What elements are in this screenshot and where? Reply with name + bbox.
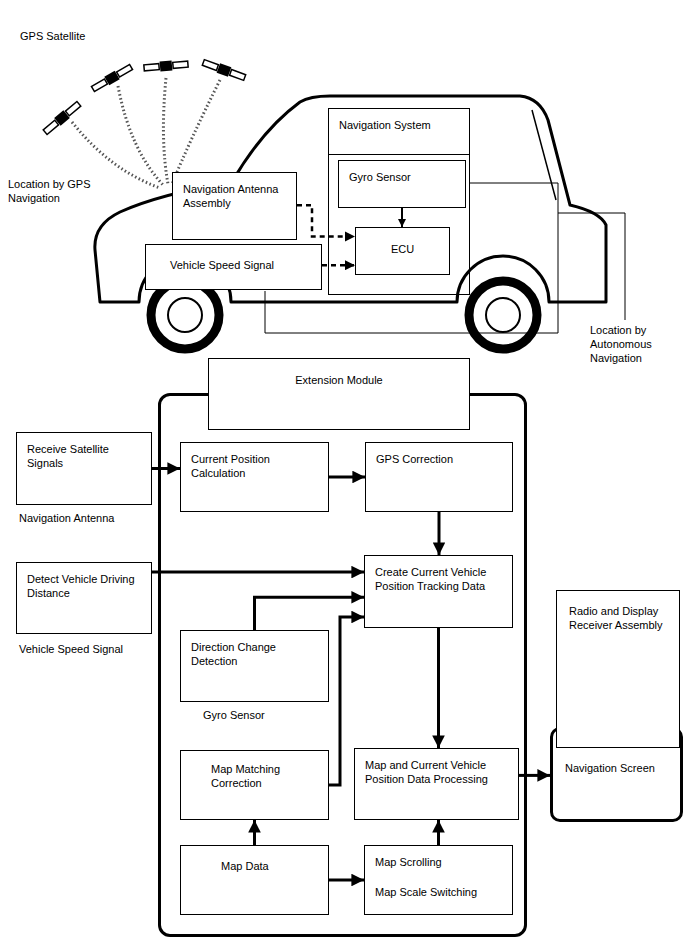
node-text: Create Current Vehicle Position Tracking… xyxy=(375,566,502,594)
node-text: Map and Current Vehicle Position Data Pr… xyxy=(365,759,508,787)
connector-arrow xyxy=(329,879,364,882)
ecu-box: ECU xyxy=(355,227,450,275)
antenna-box: Navigation Antenna Assembly xyxy=(172,172,297,240)
node-text: Map Scale Switching xyxy=(375,886,502,900)
receiver-box: Radio and Display Receiver Assembly xyxy=(556,590,680,748)
node-text: Current Position Calculation xyxy=(191,453,318,481)
module-container: Extension ModuleCurrent Position Calcula… xyxy=(158,393,527,937)
process-box: Create Current Vehicle Position Tracking… xyxy=(364,555,513,628)
node-text: ECU xyxy=(362,243,443,257)
node-text: Map Data xyxy=(221,860,288,874)
data-box: Map Data xyxy=(180,845,329,915)
autonomous-leader xyxy=(558,213,625,320)
free-label: GPS Satellite xyxy=(20,30,140,44)
rear-window-line xyxy=(532,110,556,200)
signal-wave xyxy=(118,86,164,186)
node-text: Direction Change Detection xyxy=(191,641,318,669)
connector-arrow xyxy=(255,597,365,630)
node-text: Map Scrolling xyxy=(375,856,502,870)
connector-arrow xyxy=(437,628,440,748)
node-text: Receive Satellite Signals xyxy=(27,443,141,471)
node-text: Vehicle Speed Signal xyxy=(170,259,297,273)
signal-wave xyxy=(172,80,220,184)
rear-hub xyxy=(486,298,520,332)
node-text: Navigation Antenna Assembly xyxy=(183,183,286,211)
process-box: Direction Change DetectionGyro Sensor xyxy=(180,630,329,702)
input-box: Receive Satellite SignalsNavigation Ante… xyxy=(16,432,152,505)
connector-arrow xyxy=(253,820,256,845)
process-box: Current Position Calculation xyxy=(180,442,329,512)
node-text: Vehicle Speed Signal xyxy=(19,643,123,657)
node-text: GPS Correction xyxy=(376,453,502,467)
process-box: Map ScrollingMap Scale Switching xyxy=(364,845,513,915)
process-box: GPS Correction xyxy=(365,442,513,512)
free-label: Location by GPS Navigation xyxy=(8,178,108,206)
node-text: Gyro Sensor xyxy=(203,709,265,723)
connector-arrow xyxy=(437,820,440,845)
node-text: Navigation Antenna xyxy=(19,512,114,526)
connector-arrow xyxy=(401,208,403,227)
node-text: Extension Module xyxy=(208,358,470,430)
connector-arrow xyxy=(152,467,180,470)
input-box: Detect Vehicle Driving DistanceVehicle S… xyxy=(16,562,152,634)
rear-wheel xyxy=(469,281,537,349)
satellite xyxy=(42,100,82,136)
front-wheel xyxy=(151,281,219,349)
satellite xyxy=(144,59,189,73)
node-text: Map Matching Correction xyxy=(211,763,298,791)
front-hub xyxy=(168,298,202,332)
connector-arrow xyxy=(329,476,365,479)
satellite xyxy=(90,63,133,94)
sensor-box: Gyro Sensor xyxy=(338,160,466,208)
process-box: Map and Current Vehicle Position Data Pr… xyxy=(354,748,519,820)
connector-arrow xyxy=(519,774,550,777)
connector-arrow xyxy=(297,205,355,236)
signal-box: Vehicle Speed Signal xyxy=(145,244,322,290)
satellite xyxy=(202,58,247,82)
system-container: Navigation SystemGyro SensorECU xyxy=(328,108,470,295)
car-body xyxy=(95,96,606,302)
process-box: Map Matching Correction xyxy=(180,750,329,820)
connector-arrow xyxy=(152,571,364,574)
node-text: Navigation Screen xyxy=(565,762,668,776)
signal-wave xyxy=(163,78,168,184)
free-label: Location by Autonomous Navigation xyxy=(590,324,685,365)
node-text: Navigation System xyxy=(329,109,469,155)
node-text: Detect Vehicle Driving Distance xyxy=(27,573,141,601)
node-text: Radio and Display Receiver Assembly xyxy=(569,605,667,633)
node-text: Gyro Sensor xyxy=(349,171,455,185)
connector-arrow xyxy=(322,264,355,267)
connector-arrow xyxy=(438,512,441,555)
